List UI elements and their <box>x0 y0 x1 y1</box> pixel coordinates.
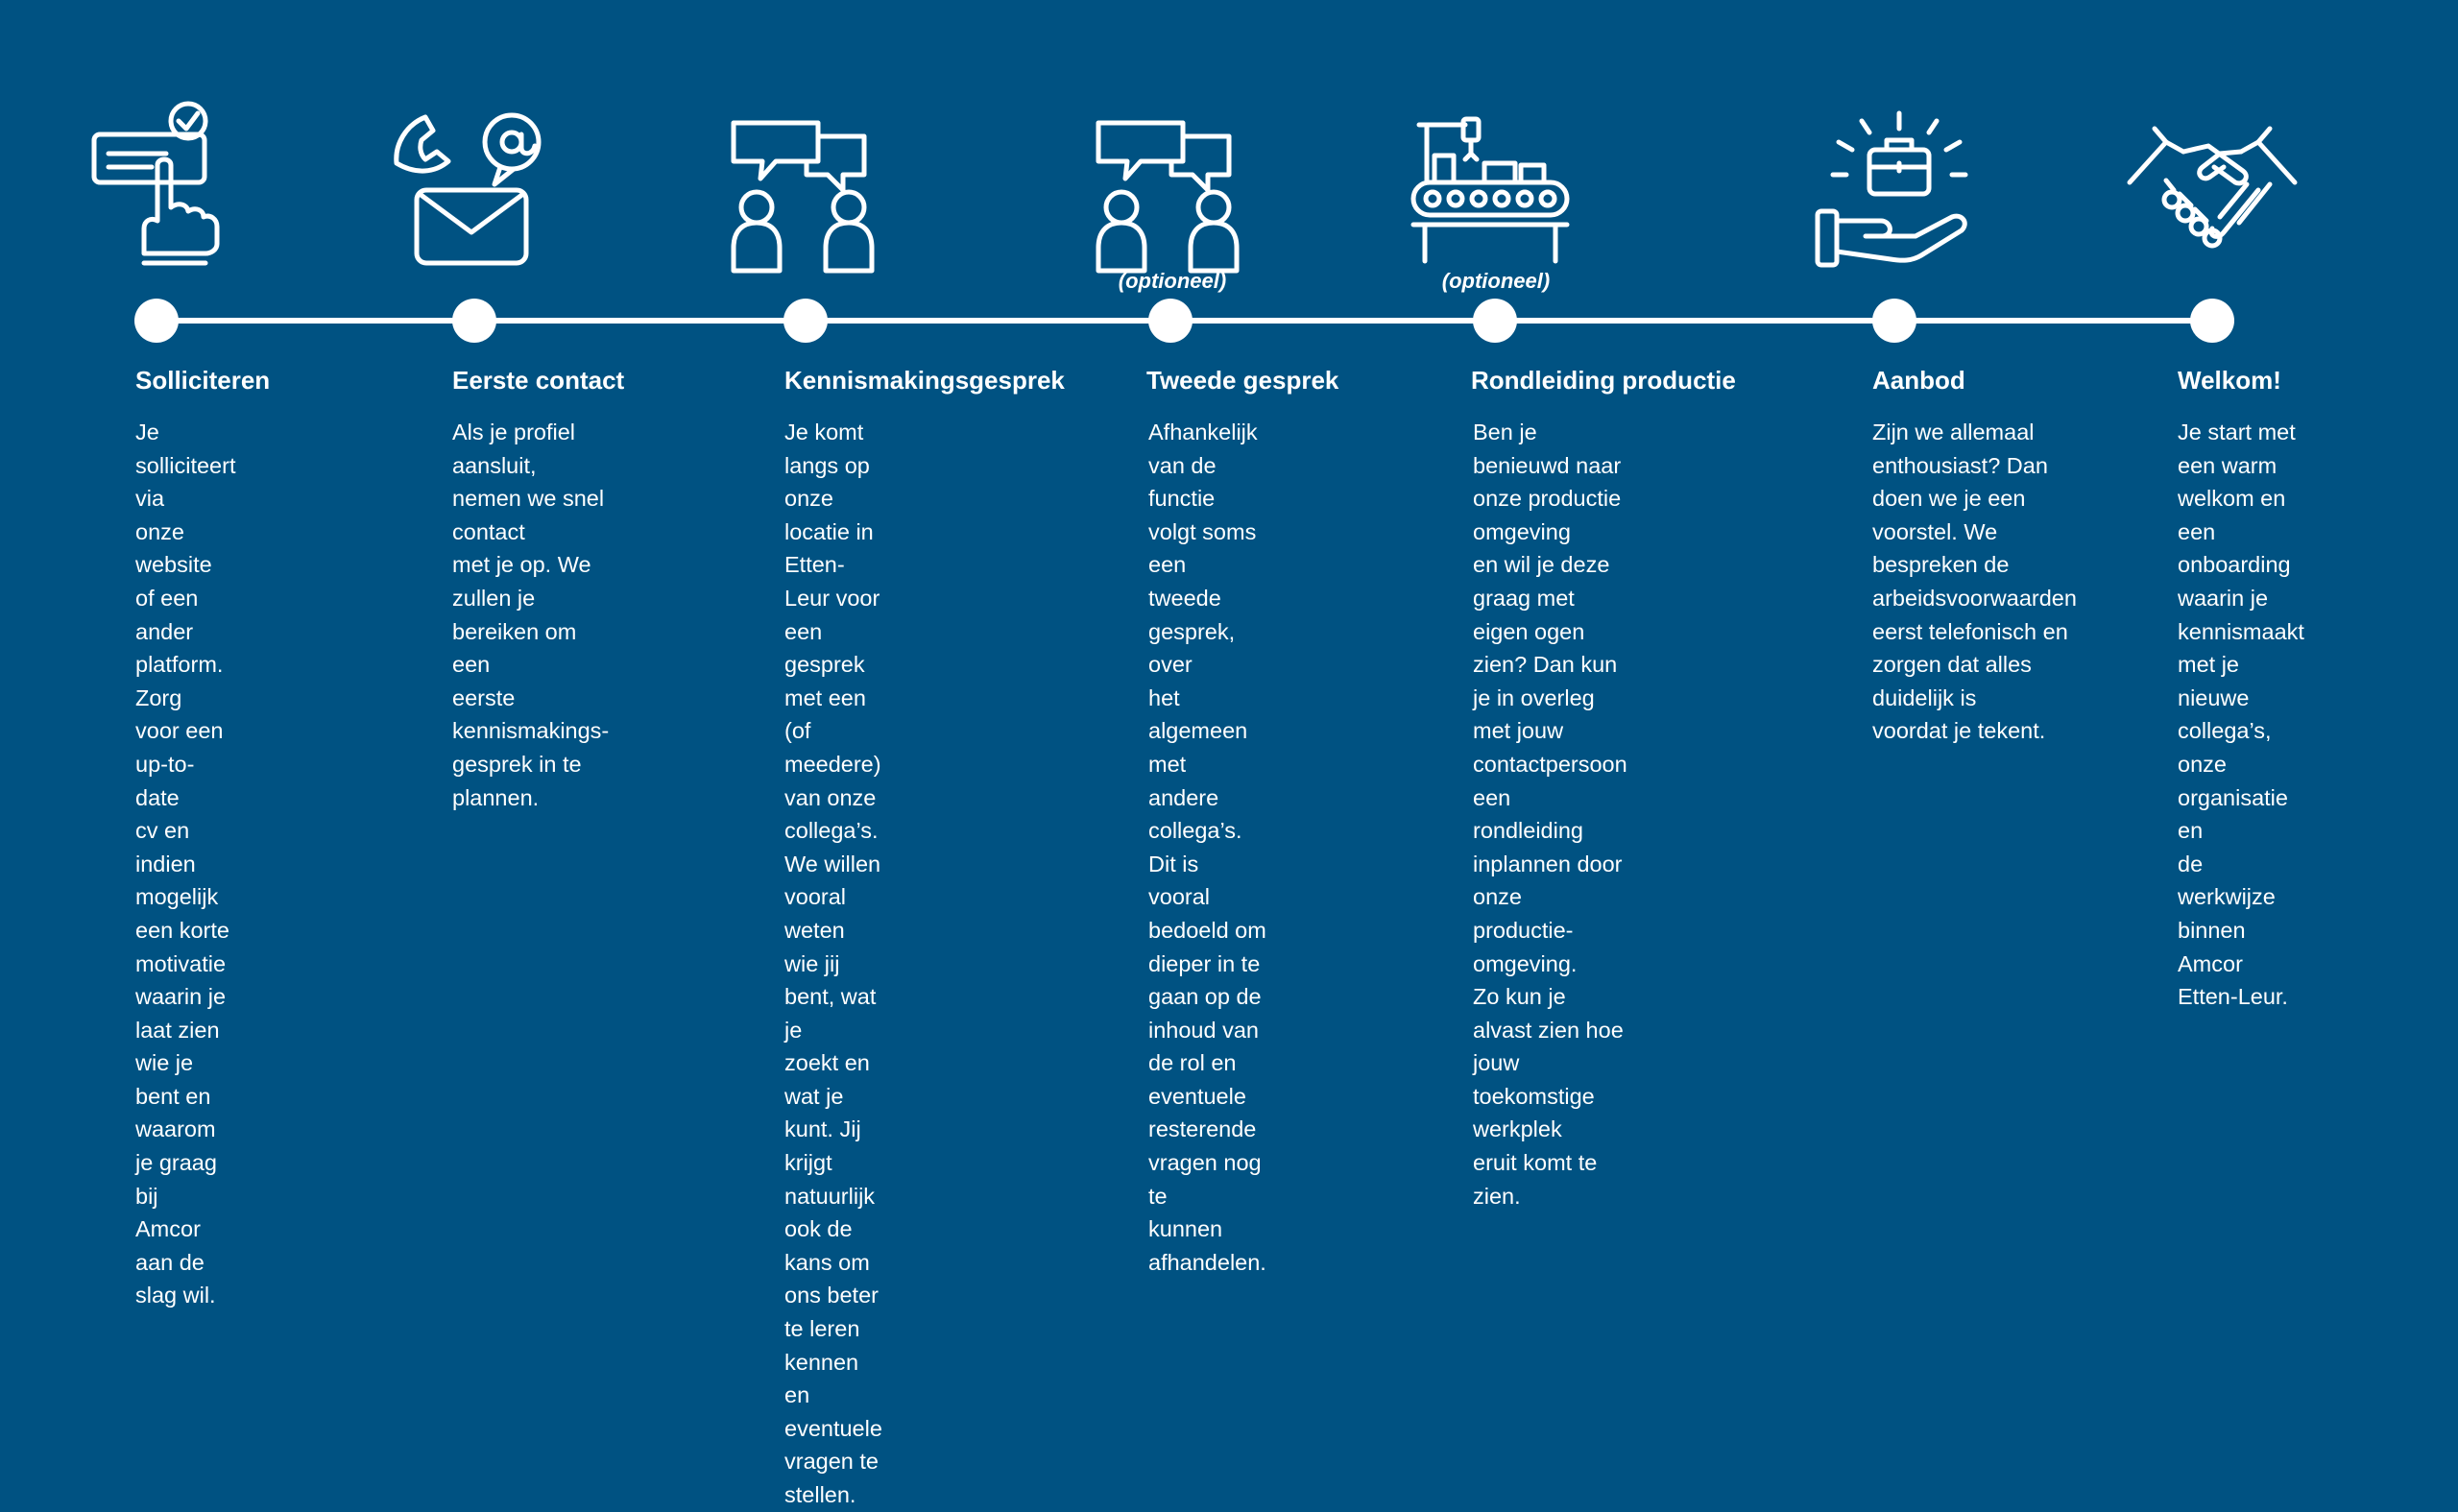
step-description: Afhankelijk van de functie volgt soms ee… <box>1148 420 1266 1275</box>
step-title: Tweede gesprek <box>1146 366 1339 395</box>
step-description: Ben je benieuwd naar onze productie omge… <box>1473 420 1627 1209</box>
timeline-dot <box>1473 299 1517 343</box>
step-title: Aanbod <box>1872 366 1965 395</box>
conversation-icon <box>1072 108 1264 273</box>
step-title: Eerste contact <box>452 366 625 395</box>
step-description: Zijn we allemaal enthousiast? Dan doen w… <box>1872 420 2077 744</box>
timeline-dot <box>134 299 179 343</box>
application-form-hand-icon <box>75 108 267 273</box>
timeline-dot <box>1872 299 1916 343</box>
phone-mail-icon <box>375 108 567 273</box>
step-description: Je solliciteert via onze website of een … <box>135 420 236 1308</box>
step-description: Je start met een warm welkom en een onbo… <box>2178 420 2304 1010</box>
optional-label: (optioneel) <box>1441 269 1551 293</box>
conversation-icon <box>707 108 899 273</box>
timeline-dot <box>783 299 828 343</box>
production-line-icon <box>1392 108 1584 273</box>
offer-hand-briefcase-icon <box>1798 108 1990 273</box>
step-description: Als je profiel aansluit, nemen we snel c… <box>452 420 610 810</box>
step-title: Welkom! <box>2178 366 2281 395</box>
step-title: Solliciteren <box>135 366 271 395</box>
timeline-dot <box>2190 299 2234 343</box>
recruitment-timeline: Solliciteren Je solliciteert via onze web… <box>0 0 2308 1507</box>
timeline-dot <box>1148 299 1193 343</box>
optional-label: (optioneel) <box>1118 269 1227 293</box>
step-title: Kennismakingsgesprek <box>784 366 1065 395</box>
handshake-icon <box>2116 108 2308 273</box>
timeline-dot <box>452 299 496 343</box>
step-description: Je komt langs op onze locatie in Etten-L… <box>784 420 882 1507</box>
step-title: Rondleiding productie <box>1471 366 1736 395</box>
